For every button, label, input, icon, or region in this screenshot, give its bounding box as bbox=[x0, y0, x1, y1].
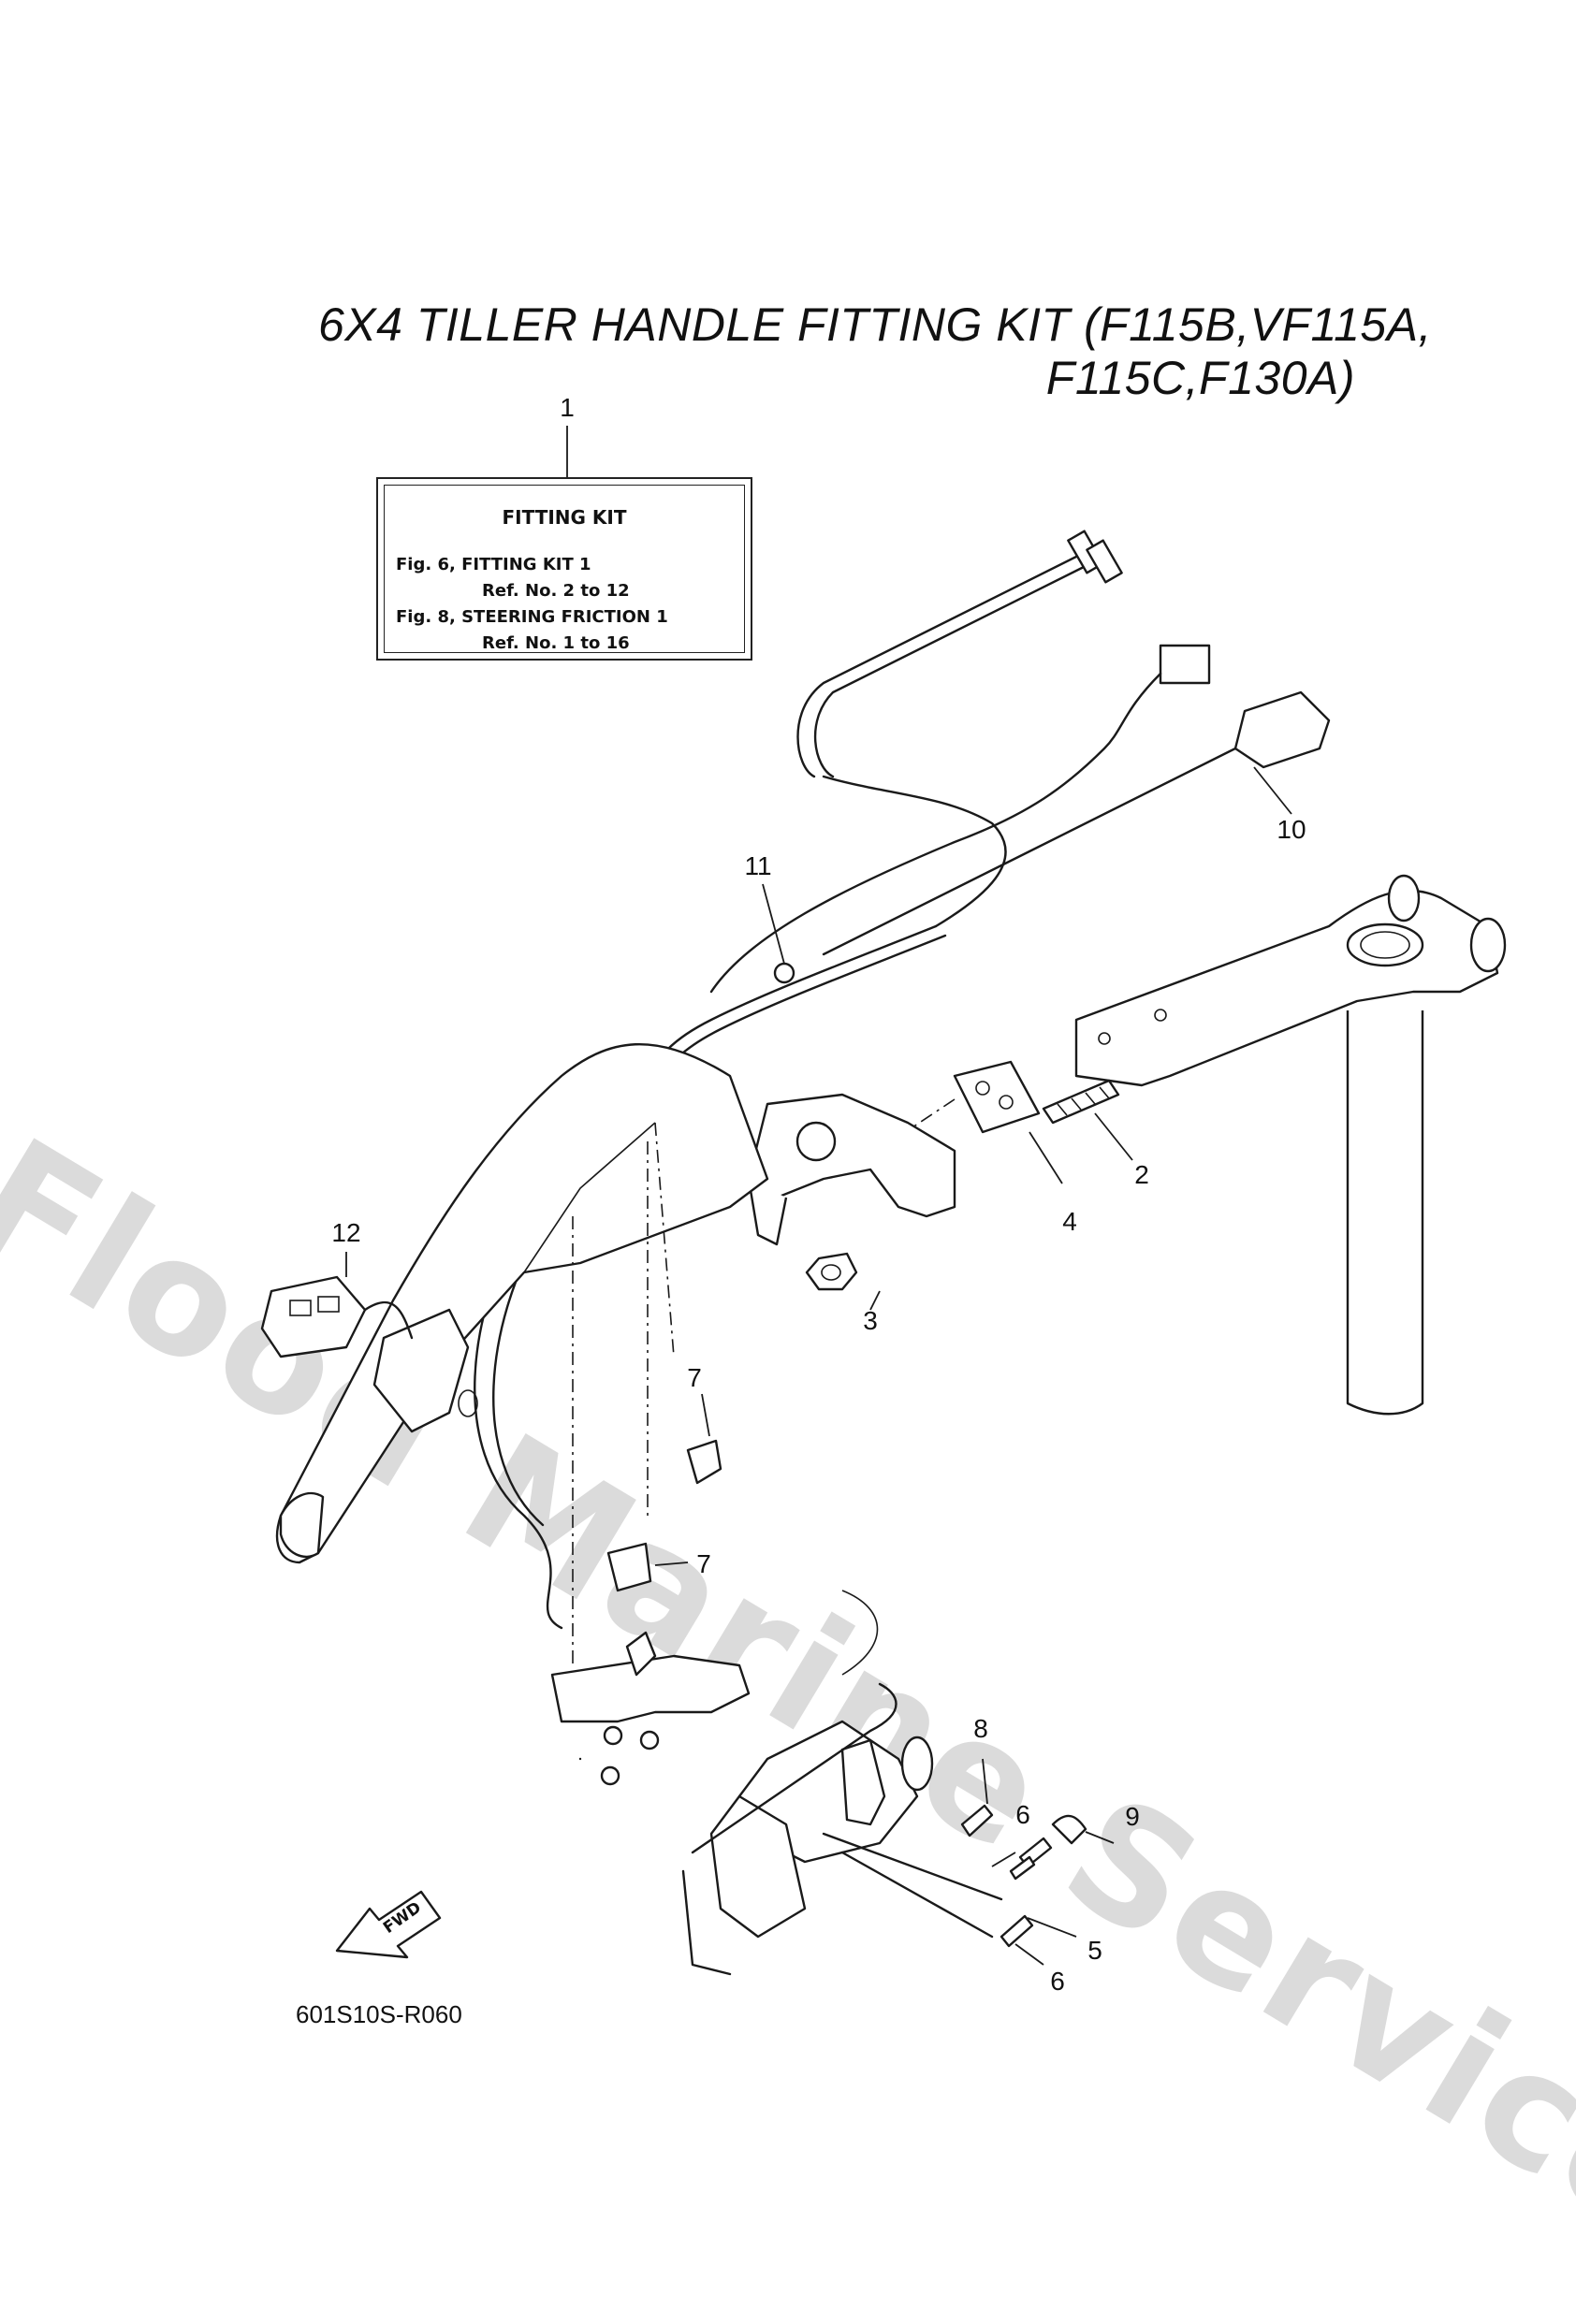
fitting-kit-box: FITTING KIT Fig. 6, FITTING KIT 1 Ref. N… bbox=[376, 477, 752, 661]
drawing-code: 601S10S-R060 bbox=[296, 2000, 462, 2028]
nut-3 bbox=[805, 1252, 858, 1291]
fwd-arrow-icon bbox=[335, 1890, 442, 1959]
ref-number-8: 8 bbox=[973, 1714, 988, 1743]
fitting-kit-line-1: Fig. 6, FITTING KIT 1 bbox=[396, 555, 591, 574]
bolt-2 bbox=[1042, 1079, 1133, 1161]
leader-11 bbox=[762, 883, 785, 965]
diagram-title-line-1: 6X4 TILLER HANDLE FITTING KIT (F115B,VF1… bbox=[318, 298, 1432, 351]
stop-switch-12 bbox=[260, 1252, 414, 1358]
control-unit bbox=[578, 1590, 1003, 1976]
ref-number-6b: 6 bbox=[1050, 1967, 1065, 1996]
main-harness-coupler bbox=[1233, 690, 1331, 769]
ref-number-6a: 6 bbox=[1015, 1800, 1030, 1829]
ref-number-3: 3 bbox=[863, 1306, 878, 1335]
ref-number-2: 2 bbox=[1134, 1160, 1149, 1189]
harness-connector bbox=[1159, 644, 1211, 685]
fitting-kit-heading: FITTING KIT bbox=[502, 506, 627, 529]
wiring-harness bbox=[709, 644, 1331, 994]
ref-number-7a: 7 bbox=[687, 1363, 702, 1392]
clamps-7 bbox=[550, 1393, 751, 1786]
tiller-handle bbox=[275, 1042, 769, 1665]
diagram-title-line-2: F115C,F130A) bbox=[1045, 352, 1355, 404]
ref-number-4: 4 bbox=[1062, 1207, 1077, 1236]
ref-number-1: 1 bbox=[560, 393, 575, 422]
fitting-kit-line-4: Ref. No. 1 to 16 bbox=[482, 633, 630, 653]
tiller-mount bbox=[747, 1093, 956, 1246]
fitting-kit-box-inner: FITTING KIT Fig. 6, FITTING KIT 1 Ref. N… bbox=[384, 485, 745, 653]
plate-4 bbox=[897, 1060, 1063, 1184]
ref-number-9: 9 bbox=[1125, 1802, 1140, 1831]
leader-3 bbox=[869, 1290, 881, 1311]
ref-number-11: 11 bbox=[744, 851, 772, 880]
fitting-kit-line-3: Fig. 8, STEERING FRICTION 1 bbox=[396, 607, 668, 627]
ref-number-10: 10 bbox=[1277, 815, 1306, 844]
fitting-kit-line-2: Ref. No. 2 to 12 bbox=[482, 581, 630, 601]
ref-number-12: 12 bbox=[331, 1218, 361, 1247]
small-parts bbox=[960, 1758, 1115, 1966]
steering-bracket bbox=[1074, 874, 1507, 1416]
ref-number-5: 5 bbox=[1087, 1936, 1102, 1965]
ref-number-7b: 7 bbox=[696, 1549, 711, 1578]
